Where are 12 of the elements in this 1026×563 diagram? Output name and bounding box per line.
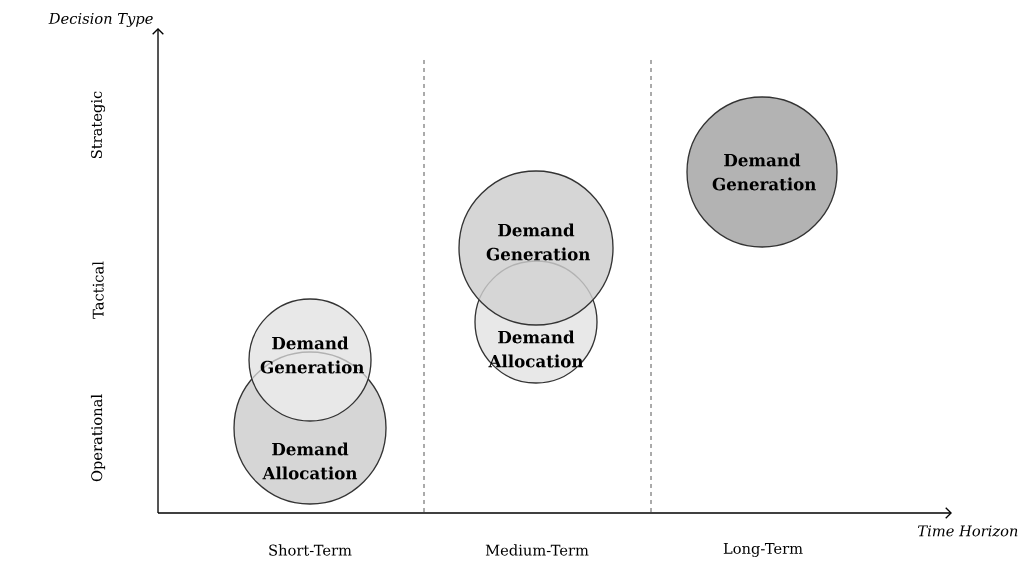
circle-node: Demand Generation (458, 170, 614, 326)
axis-label: Long-Term (723, 543, 803, 557)
axis-label: Tactical (92, 261, 104, 319)
axis-label: Short-Term (269, 544, 352, 556)
circle-node: Demand Generation (686, 96, 838, 248)
axis-title: Time Horizon (918, 525, 1018, 537)
axis-label: Medium-Term (485, 544, 589, 556)
axis-title: Decision Type (48, 12, 153, 28)
axis-label: Operational (90, 394, 106, 482)
node-label: Demand (272, 336, 349, 350)
circle-node: Demand Generation (248, 298, 372, 422)
axis-label: Strategic (90, 91, 106, 159)
